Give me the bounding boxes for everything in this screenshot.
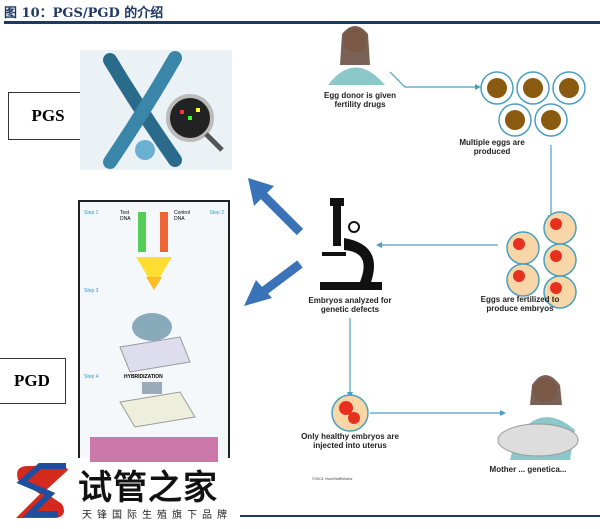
- bottom-rule: [240, 515, 600, 517]
- blue-arrows: [244, 178, 304, 306]
- injected-caption: Only healthy embryos are injected into u…: [301, 432, 399, 450]
- step3-label: Step 3: [84, 288, 99, 294]
- chromosome-image: [80, 50, 232, 170]
- pgd-label: PGD: [0, 358, 66, 404]
- test-dna-label: Test DNA: [120, 210, 131, 222]
- microscope-icon: [320, 198, 382, 290]
- hybridization-label: HYBRIDIZATION: [124, 374, 163, 380]
- step2-label: Step 2: [209, 210, 224, 216]
- single-embryo-illustration: [331, 394, 369, 432]
- egg-donor-illustration: [328, 26, 385, 85]
- egg-donor-caption: Egg donor is given fertility drugs: [323, 91, 396, 109]
- logo-name: 试管之家: [78, 468, 218, 508]
- title-rule: [4, 21, 600, 24]
- analyzed-caption: Embryos analyzed for genetic defects: [308, 296, 392, 314]
- control-dna-label: Control DNA: [174, 210, 191, 222]
- embryos-illustration: [506, 211, 577, 309]
- multiple-eggs-caption: Multiple eggs are produced: [459, 138, 525, 156]
- copyright: ©2001 HowStuffWorks: [312, 476, 353, 481]
- logo-s-icon: [16, 463, 68, 518]
- step4-label: Step 4: [84, 374, 99, 380]
- step1-label: Step 1: [84, 210, 99, 216]
- logo: 试管之家 天锋国际生殖旗下品牌: [4, 458, 240, 529]
- logo-tagline: 天锋国际生殖旗下品牌: [82, 510, 232, 521]
- arrow-to-pgd-icon: [244, 260, 303, 306]
- mother-baby-illustration: [497, 375, 579, 460]
- microarray-panel: Step 1 Step 2 Test DNA Control DNA Step …: [78, 200, 230, 466]
- fertilized-caption: Eggs are fertilized to produce embryos: [480, 295, 560, 313]
- microarray-illustration: [90, 212, 218, 462]
- pgs-label: PGS: [8, 92, 88, 140]
- ivf-process-diagram: [320, 26, 586, 460]
- eggs-illustration: [480, 71, 586, 137]
- arrow-to-pgs-icon: [248, 178, 304, 236]
- figure-title: 图 10：PGS/PGD 的介绍: [4, 6, 164, 21]
- mother-caption: Mother ... genetica...: [489, 465, 567, 474]
